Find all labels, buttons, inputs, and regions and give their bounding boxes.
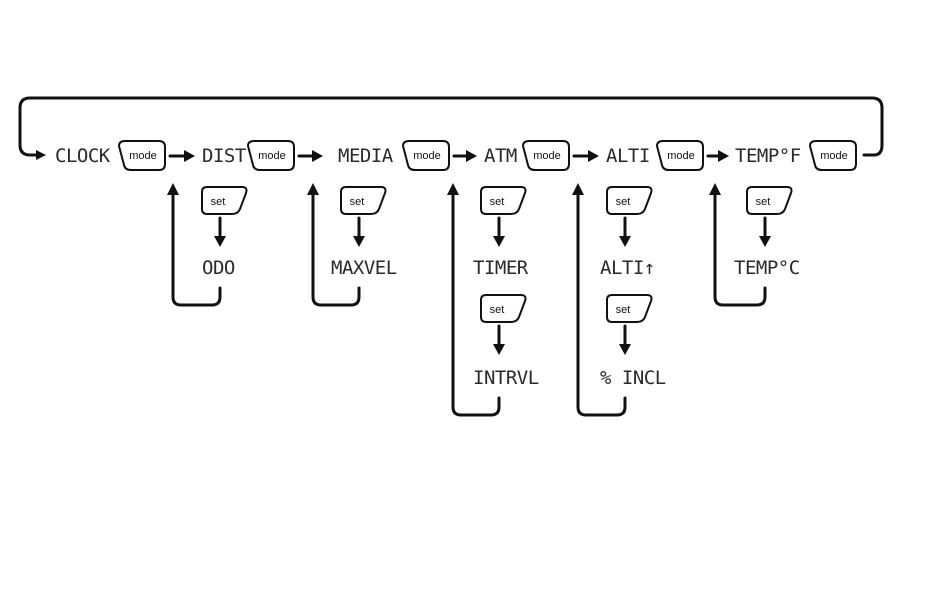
return-arrowhead-intrvl (447, 183, 459, 195)
set-button-dist-label: set (211, 196, 226, 208)
mode-button-6[interactable]: mode (810, 141, 856, 170)
return-arrowhead-incl (572, 183, 584, 195)
mode-button-6-label: mode (820, 150, 848, 162)
mode-label-clock: CLOCK (55, 145, 111, 167)
set-button-temp[interactable]: set (747, 187, 792, 214)
arrow-mode-to-alti (574, 150, 599, 162)
mode-label-atm: ATM (484, 145, 517, 167)
set-button-atm-1[interactable]: set (481, 187, 526, 214)
arrow-mode-to-atm (454, 150, 477, 162)
mode-label-media: MEDIA (338, 145, 394, 167)
set-button-atm-2[interactable]: set (481, 295, 526, 322)
arrow-set-to-timer (493, 218, 505, 247)
return-loop-arrowhead (36, 150, 46, 160)
mode-button-3-label: mode (413, 150, 441, 162)
mode-label-alti: ALTI (606, 145, 650, 167)
mode-button-2-label: mode (258, 150, 286, 162)
mode-label-dist: DIST (202, 145, 246, 167)
set-button-alti-1[interactable]: set (607, 187, 652, 214)
sub-label-intrvl: INTRVL (473, 367, 539, 389)
set-button-media[interactable]: set (341, 187, 386, 214)
mode-button-5[interactable]: mode (657, 141, 703, 170)
arrow-set-to-incl (619, 326, 631, 355)
mode-button-5-label: mode (667, 150, 695, 162)
mode-button-1[interactable]: mode (119, 141, 165, 170)
set-button-alti-1-label: set (616, 196, 631, 208)
set-button-temp-label: set (756, 196, 771, 208)
return-arrowhead-maxvel (307, 183, 319, 195)
sub-label-alti-up: ALTI↑ (600, 257, 655, 279)
sub-label-temp-c: TEMP°C (734, 257, 800, 279)
arrow-set-to-alti-up (619, 218, 631, 247)
set-button-atm-1-label: set (490, 196, 505, 208)
mode-button-1-label: mode (129, 150, 157, 162)
arrow-set-to-temp-c (759, 218, 771, 247)
sub-label-incl: % INCL (600, 367, 666, 389)
arrow-mode-to-dist (170, 150, 195, 162)
mode-button-3[interactable]: mode (403, 141, 449, 170)
mode-button-2[interactable]: mode (248, 141, 294, 170)
arrow-mode-to-media (299, 150, 323, 162)
arrow-set-to-maxvel (353, 218, 365, 247)
return-arrowhead-temp-c (709, 183, 721, 195)
arrow-set-to-odo (214, 218, 226, 247)
return-arrowhead-odo (167, 183, 179, 195)
set-button-atm-2-label: set (490, 304, 505, 316)
set-button-dist[interactable]: set (202, 187, 247, 214)
arrow-mode-to-temp (708, 150, 729, 162)
set-button-alti-2-label: set (616, 304, 631, 316)
mode-button-4-label: mode (533, 150, 561, 162)
mode-button-4[interactable]: mode (523, 141, 569, 170)
sub-label-maxvel: MAXVEL (331, 257, 397, 279)
sub-label-timer: TIMER (473, 257, 529, 279)
mode-label-temp-f: TEMP°F (735, 145, 801, 167)
arrow-set-to-intrvl (493, 326, 505, 355)
set-button-alti-2[interactable]: set (607, 295, 652, 322)
sub-label-odo: ODO (202, 257, 235, 279)
set-button-media-label: set (350, 196, 365, 208)
